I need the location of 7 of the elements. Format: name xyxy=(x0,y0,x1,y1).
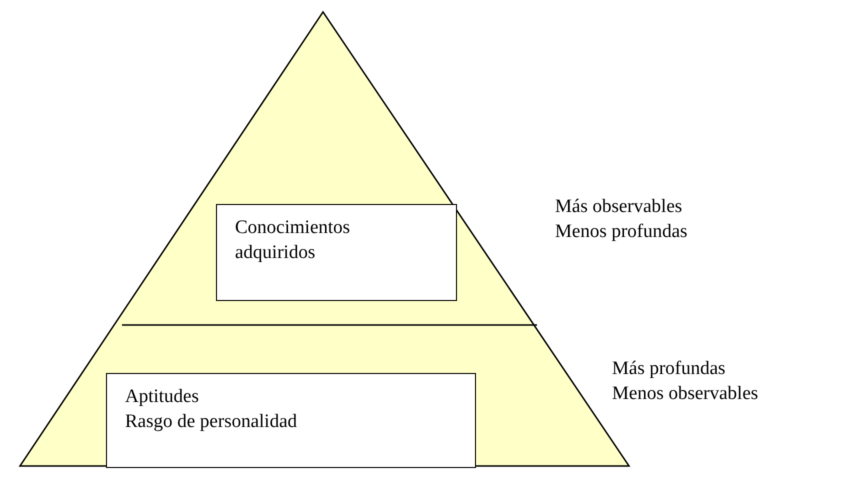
side-note: Más observables Menos profundas xyxy=(555,195,688,244)
box-text: Rasgo de personalidad xyxy=(125,410,298,434)
side-note: Más profundas Menos observables xyxy=(612,357,760,406)
text-box xyxy=(216,204,457,301)
box-text: Conocimientos adquiridos xyxy=(235,216,352,265)
text-box xyxy=(106,373,476,468)
box-text: Aptitudes xyxy=(125,385,200,409)
